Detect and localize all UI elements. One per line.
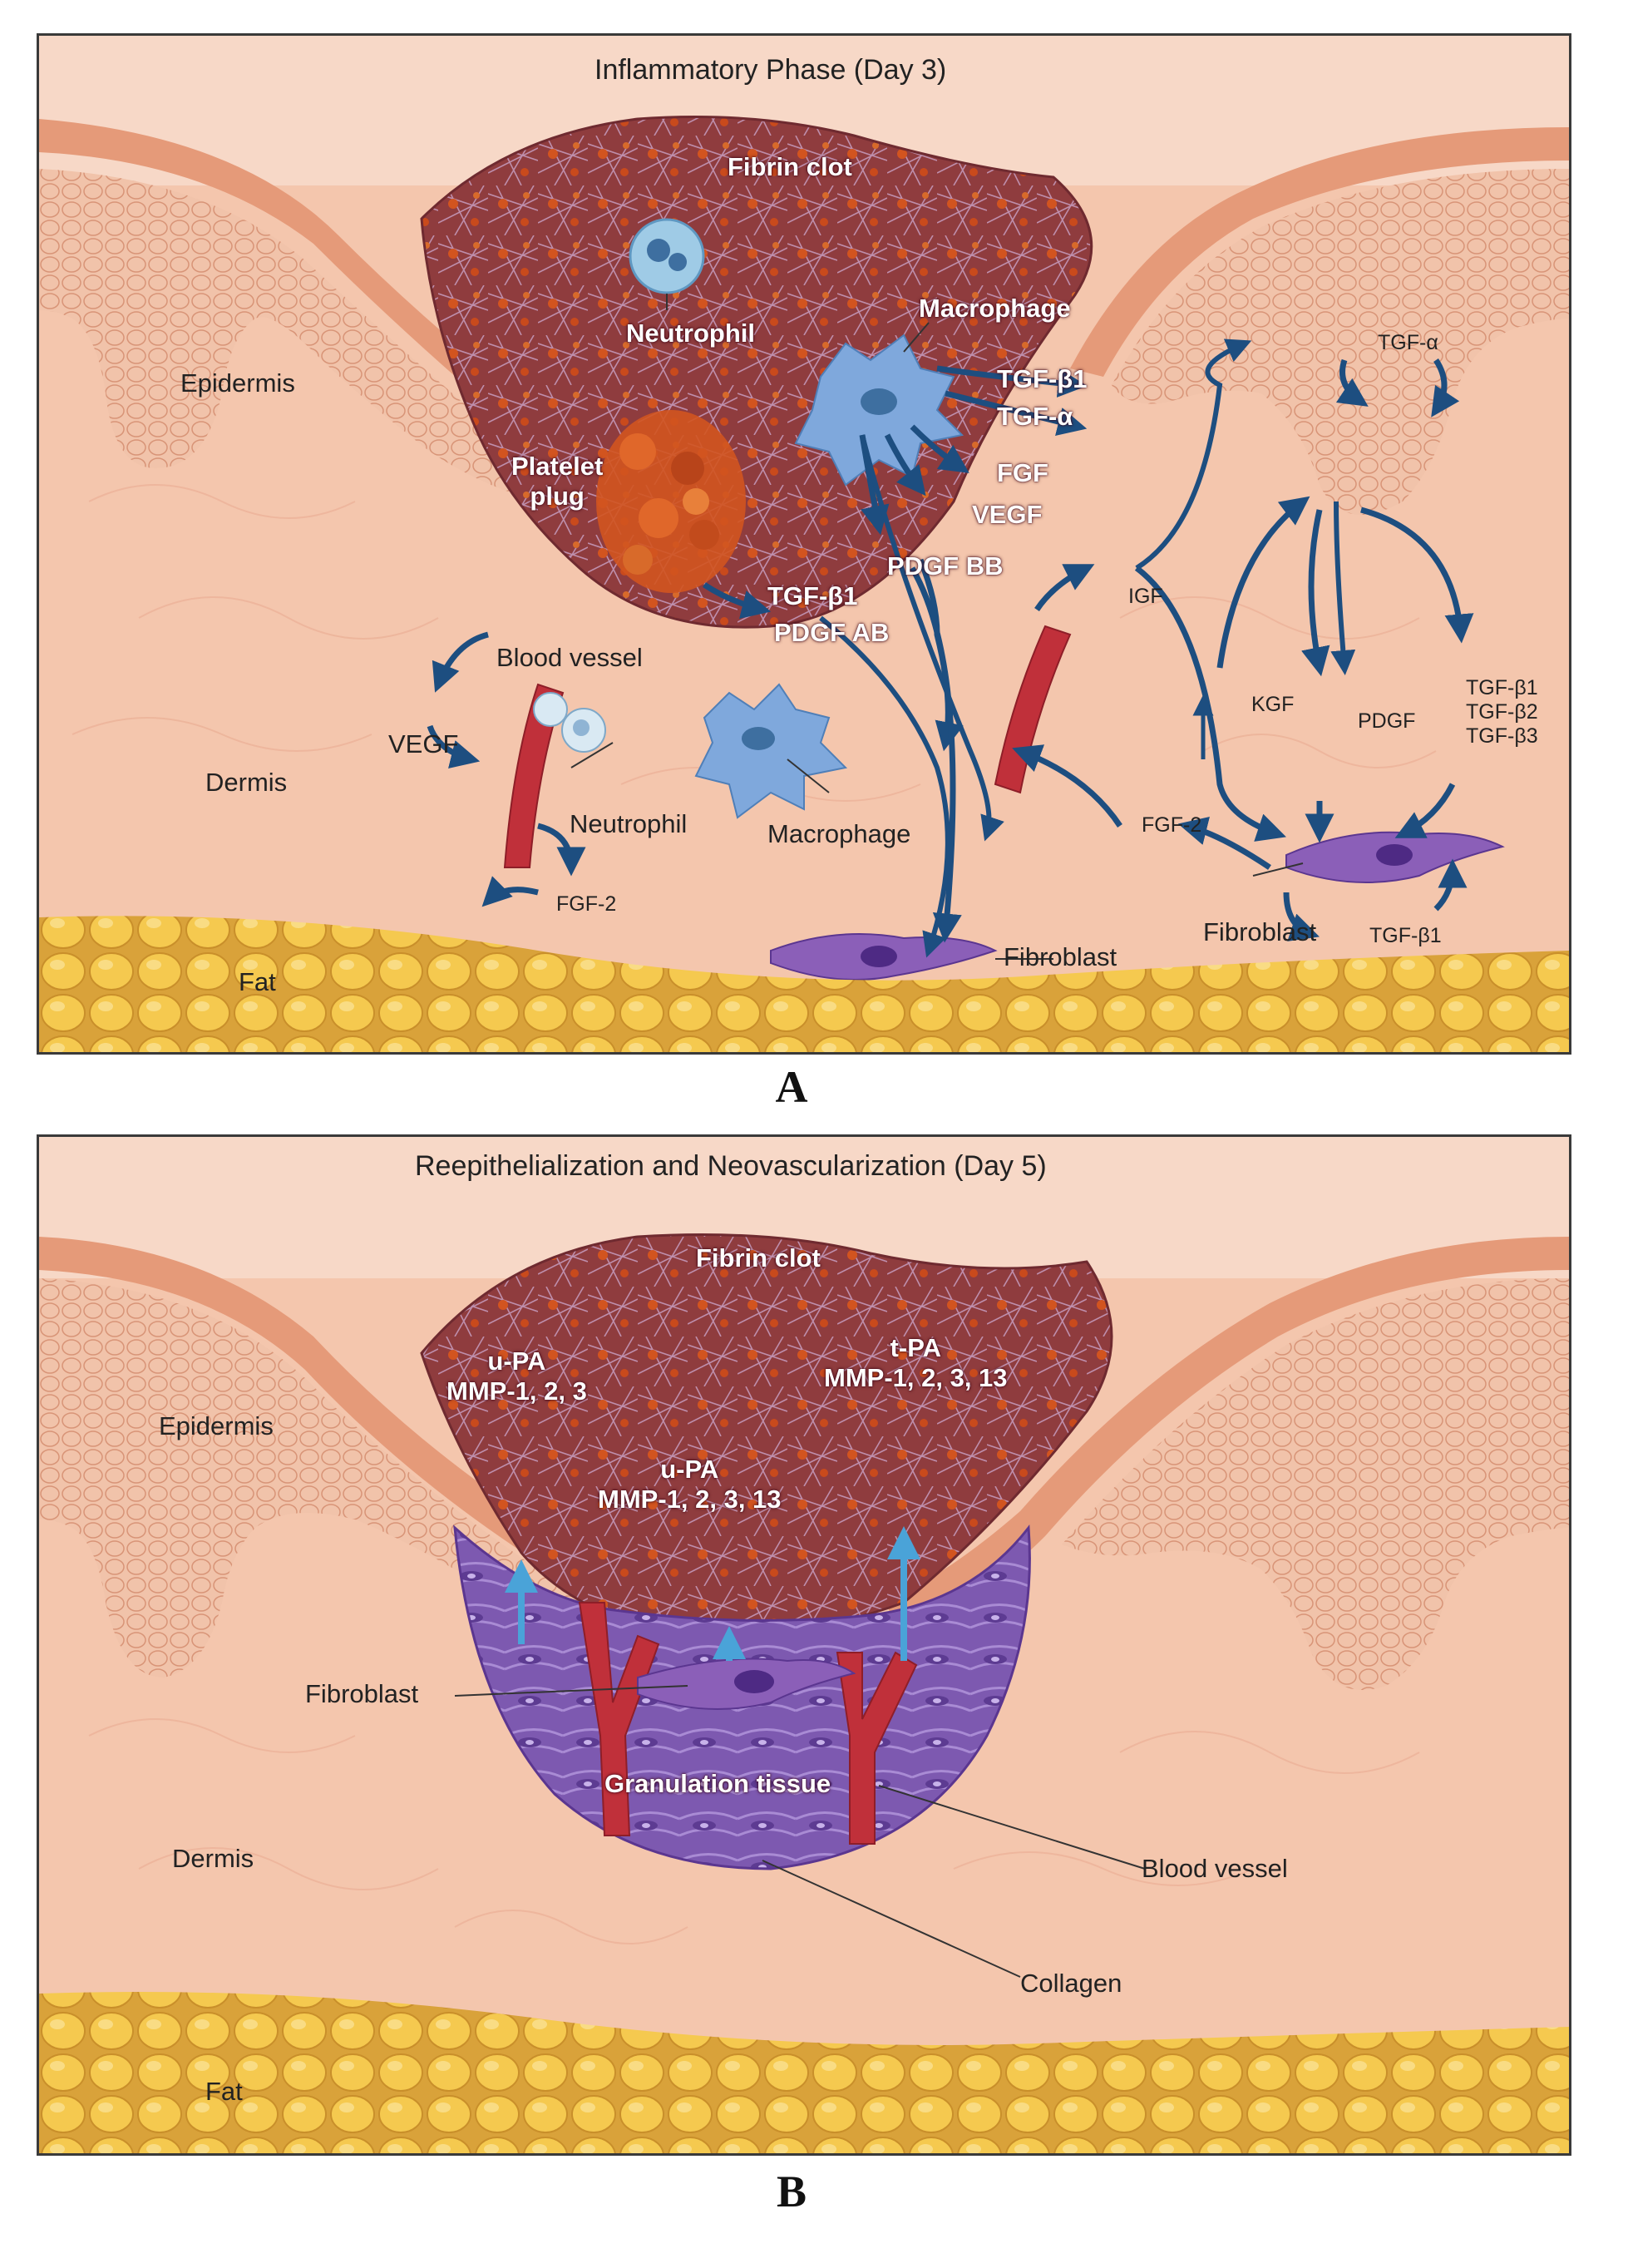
label-fgf2-right: FGF-2 [1142,813,1202,837]
epidermis-right [1112,169,1569,515]
platelet-plug [596,410,746,593]
label-neutrophil-top: Neutrophil [626,319,755,348]
label-fgf: FGF [997,458,1048,487]
fat-layer-b [39,1992,1569,2153]
label-fibroblast-b: Fibroblast [305,1679,419,1708]
label-fgf2-left: FGF-2 [556,892,617,916]
protease-arrows [505,1526,920,1661]
panel-a-letter: A [775,1062,808,1112]
fibroblast-right-cell [1285,831,1505,883]
label-epidermis-b: Epidermis [159,1411,274,1440]
label-upa-center: u-PA MMP-1, 2, 3, 13 [598,1455,782,1514]
label-fibrin-clot-b: Fibrin clot [696,1243,821,1272]
label-granulation-tissue: Granulation tissue [604,1769,831,1798]
label-dermis-b: Dermis [172,1844,254,1873]
epidermis-left [39,169,588,510]
epidermis-left-surface-b [39,1237,613,1603]
label-collagen: Collagen [1020,1969,1122,1998]
label-platelet-plug: Platelet plug [511,452,604,511]
panel-a-illustration [39,36,1569,1052]
label-macrophage-bottom: Macrophage [767,819,911,848]
macrophage-top-cell [794,322,964,487]
epidermis-right-b [1062,1278,1569,1690]
label-tgfb1-macrophage: TGF-β1 [997,364,1088,393]
panel-a-title: Inflammatory Phase (Day 3) [594,54,947,86]
label-upa-left: u-PA MMP-1, 2, 3 [446,1346,587,1406]
epidermis-right-surface [1070,127,1569,377]
leader-lines-b [454,1685,1146,1978]
panel-b-title: Reepithelialization and Neovascularizati… [415,1150,1047,1182]
label-macrophage-top: Macrophage [919,294,1071,323]
panel-b-reepithelialization: Reepithelialization and Neovascularizati… [37,1134,1571,2156]
fibrin-clot-b [420,1233,1113,1639]
label-vegf-macrophage: VEGF [972,500,1043,529]
dermis-texture-b [88,1718,1420,1944]
label-pdgf-ab: PDGF AB [774,618,890,647]
label-blood-vessel-a: Blood vessel [496,643,643,672]
label-fat-b: Fat [205,2077,243,2106]
neutrophil-top-cell [629,218,705,310]
label-tpa-right: t-PA MMP-1, 2, 3, 13 [824,1333,1008,1392]
panel-a-inflammatory-phase: Inflammatory Phase (Day 3) Fibrin clot N… [37,33,1571,1055]
label-igf: IGF [1128,585,1163,608]
fibroblast-cell-b [637,1658,856,1710]
label-tgfb1-fibroblast: TGF-β1 [1369,924,1442,947]
label-pdgf-bb: PDGF BB [887,551,1004,581]
panel-b-letter: B [776,2167,807,2216]
signal-arrows [427,338,1474,958]
leader-lines [570,742,1304,960]
label-neutrophil-bottom: Neutrophil [570,809,688,838]
blood-vessels-b [578,1602,918,1845]
label-tgfb-family: TGF-β1 TGF-β2 TGF-β3 [1466,676,1538,748]
fibrin-clot [420,116,1093,629]
label-vegf-left: VEGF [388,729,459,758]
panel-b-illustration [39,1137,1569,2153]
label-tgfa-right: TGF-α [1378,331,1438,354]
label-blood-vessel-b: Blood vessel [1142,1854,1288,1883]
blood-vessel-left [503,683,606,868]
fat-layer [39,916,1569,1052]
epidermis-left-surface [39,119,613,502]
macrophage-bottom-cell [694,683,848,819]
label-fibrin-clot-a: Fibrin clot [728,152,852,181]
label-pdgf-right: PDGF [1358,709,1416,733]
label-tgfb1-plug: TGF-β1 [767,581,858,610]
label-dermis-a: Dermis [205,768,288,797]
label-fibroblast-bottom: Fibroblast [1004,942,1117,971]
label-fat-a: Fat [239,967,276,996]
label-tgfa-macrophage: TGF-α [997,402,1073,431]
epidermis-left-b [39,1278,588,1678]
label-fibroblast-right: Fibroblast [1203,917,1317,946]
label-epidermis-a: Epidermis [180,368,295,398]
label-kgf: KGF [1251,693,1295,716]
